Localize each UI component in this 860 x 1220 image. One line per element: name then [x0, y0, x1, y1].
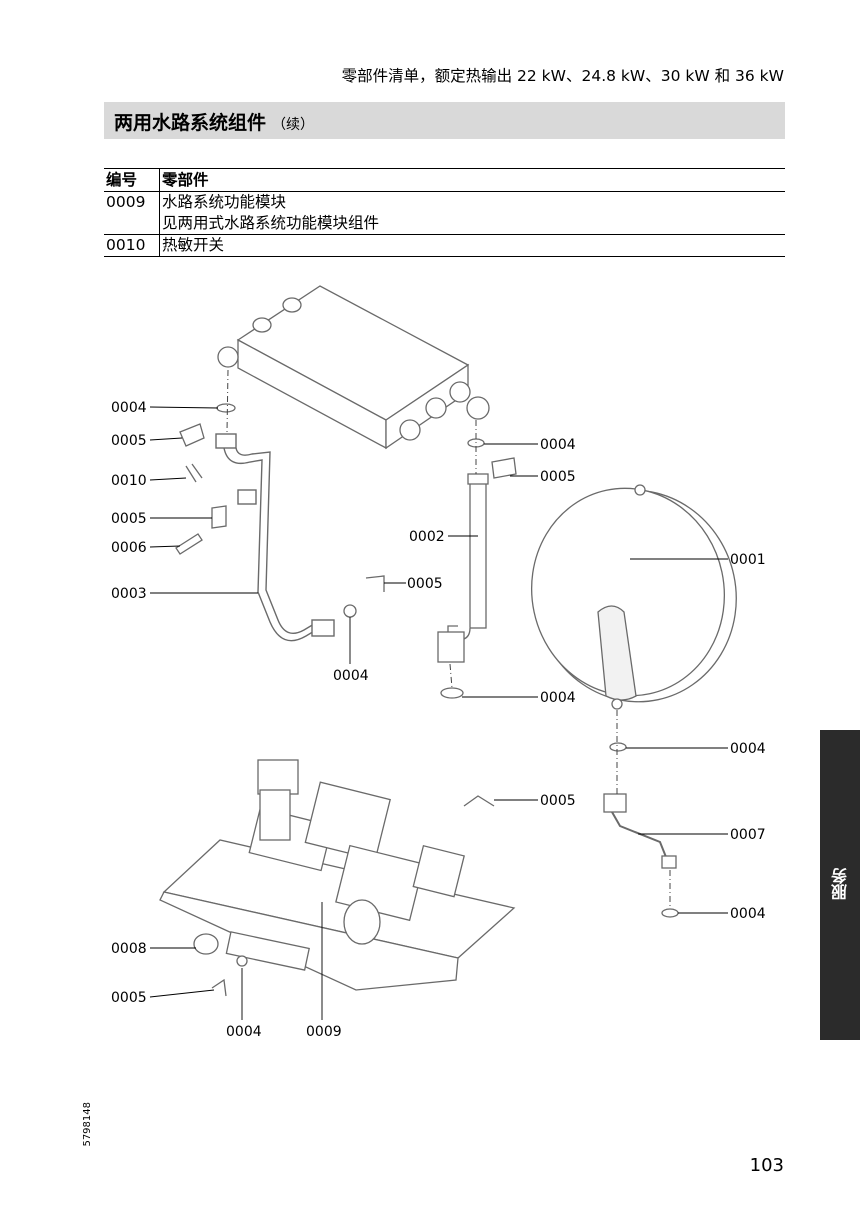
- part-name: 热敏开关: [159, 234, 785, 257]
- callout-label: 0005: [407, 576, 443, 592]
- table-header-row: 编号 零部件: [104, 168, 785, 192]
- callout-label: 0004: [226, 1024, 262, 1040]
- document-title: 零部件清单，额定热输出 22 kW、24.8 kW、30 kW 和 36 kW: [341, 67, 784, 85]
- callout-label: 0004: [333, 668, 369, 684]
- section-header: 两用水路系统组件 （续）: [104, 102, 785, 139]
- column-header-part: 零部件: [159, 168, 785, 192]
- callout-label: 0004: [730, 741, 766, 757]
- callout-labels: 0004 0005 0010 0005 0006 0003 0004 0005 …: [111, 400, 766, 1040]
- document-code: 5798148: [82, 1102, 93, 1147]
- callout-label: 0005: [111, 511, 147, 527]
- part-name: 水路系统功能模块: [162, 193, 287, 211]
- chapter-tab: 服务: [820, 730, 860, 1040]
- part-note: 见两用式水路系统功能模块组件: [159, 213, 785, 235]
- callout-label: 0004: [730, 906, 766, 922]
- section-continued: （续）: [272, 117, 315, 133]
- callout-label: 0005: [540, 793, 576, 809]
- hydraulic-module: [159, 759, 516, 997]
- parts-table: 编号 零部件 0009 水路系统功能模块 见两用式水路系统功能模块组件 0010…: [104, 168, 785, 257]
- callout-label: 0005: [111, 433, 147, 449]
- callout-label: 0002: [409, 529, 445, 545]
- callout-label: 0006: [111, 540, 147, 556]
- table-row: 0009 水路系统功能模块: [104, 191, 785, 213]
- callout-label: 0008: [111, 941, 147, 957]
- callout-label: 0004: [111, 400, 147, 416]
- pipe-0002: [437, 438, 517, 699]
- pipe-0003: [215, 433, 335, 642]
- part-number-empty: [104, 213, 160, 235]
- table-row: 见两用式水路系统功能模块组件: [104, 213, 785, 235]
- small-parts-left: [175, 403, 385, 618]
- table-row: 0010 热敏开关: [104, 234, 785, 257]
- callout-label: 0004: [540, 690, 576, 706]
- column-header-number: 编号: [104, 168, 160, 192]
- callout-label: 0001: [730, 552, 766, 568]
- callout-label: 0005: [111, 990, 147, 1006]
- expansion-vessel: [530, 484, 737, 710]
- callout-label: 0010: [111, 473, 147, 489]
- diagram-art: [159, 285, 737, 997]
- section-title-text: 两用水路系统组件: [114, 112, 267, 134]
- page-number: 103: [749, 1155, 784, 1176]
- callout-label: 0009: [306, 1024, 342, 1040]
- callout-label: 0003: [111, 586, 147, 602]
- part-number: 0010: [104, 234, 160, 257]
- callout-label: 0004: [540, 437, 576, 453]
- callout-label: 0007: [730, 827, 766, 843]
- leader-lines: [149, 406, 728, 1020]
- section-title: 两用水路系统组件 （续）: [114, 108, 314, 135]
- callout-label: 0005: [540, 469, 576, 485]
- small-parts-right: [463, 742, 679, 918]
- part-number: 0009: [104, 191, 160, 213]
- chapter-tab-label: 服务: [831, 868, 850, 900]
- assembly-axes: [226, 369, 671, 908]
- heat-exchanger: [217, 285, 490, 450]
